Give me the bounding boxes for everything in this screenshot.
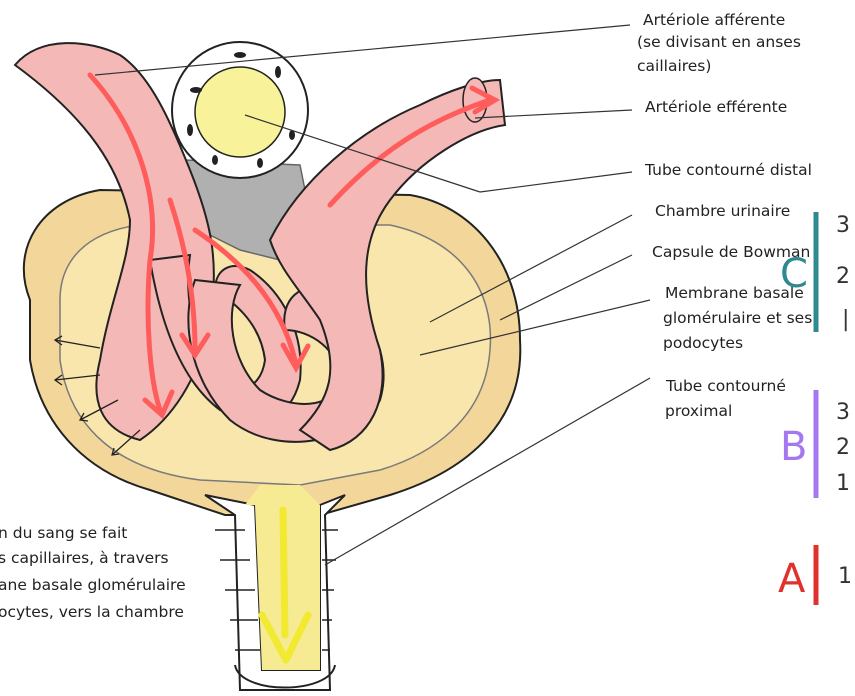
label-afferent-1: Artériole afférente [643,11,785,29]
caption-line-3: ane basale glomérulaire [0,576,186,594]
b-letter: B [780,424,807,470]
label-efferent: Artériole efférente [645,98,787,116]
label-proximal-2: proximal [665,402,732,420]
c-number-2: 2 [836,264,850,289]
caption-line-1: n du sang se fait [0,524,127,542]
c-letter: C [780,251,808,297]
label-membrane-2: glomérulaire et ses [663,309,812,327]
distal-tubule-lumen [195,67,285,157]
label-distal: Tube contourné distal [644,161,812,179]
label-afferent-3: caillaires) [637,57,711,75]
a-number-1: 1 [838,564,852,589]
caption-line-4: ocytes, vers la chambre [0,603,184,621]
b-number-3: 3 [836,400,850,425]
caption-line-2: s capillaires, à travers [0,549,169,567]
label-afferent-2: (se divisant en anses [637,33,801,51]
label-urinary-chamber: Chambre urinaire [655,202,790,220]
b-number-2: 2 [836,435,850,460]
c-number-1: | [842,307,849,332]
c-number-3: 3 [836,213,850,238]
b-number-1: 1 [836,471,850,496]
label-proximal-1: Tube contourné [665,377,786,395]
a-letter: A [778,556,806,602]
label-membrane-3: podocytes [663,334,743,352]
